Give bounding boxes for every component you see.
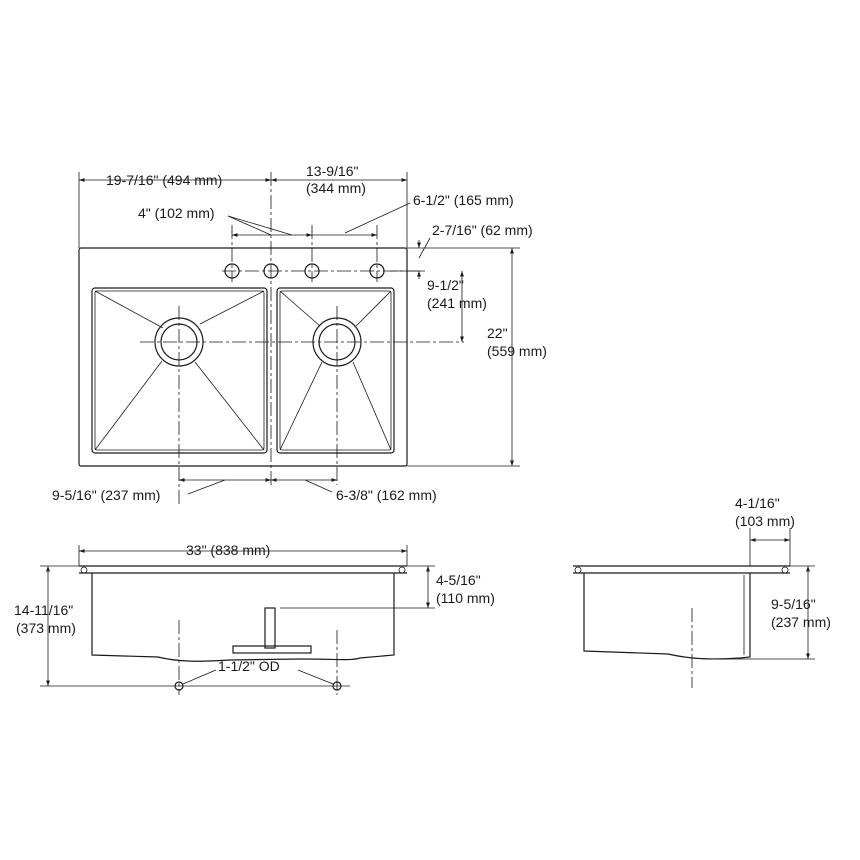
dim-hole-setback: 2-7/16" (62 mm) xyxy=(432,222,533,238)
dim-side-height-line1: 9-5/16" xyxy=(771,596,816,612)
dim-width-left: 19-7/16" (494 mm) xyxy=(106,172,222,188)
dim-overall-depth-line2: (559 mm) xyxy=(487,343,547,359)
dim-width-right-line2: (344 mm) xyxy=(306,180,366,196)
dim-drain-od: 1-1/2" OD xyxy=(218,658,280,674)
left-bowl xyxy=(91,287,268,454)
dim-overall-depth-line1: 22" xyxy=(487,325,508,341)
front-view: 33" (838 mm) 14-11/16" (373 mm) 4-5/16" … xyxy=(14,542,495,695)
dim-left-bowl-drain: 9-5/16" (237 mm) xyxy=(52,487,160,503)
dim-width-right-line1: 13-9/16" xyxy=(306,163,358,179)
dim-side-offset-line2: (103 mm) xyxy=(735,513,795,529)
side-body xyxy=(583,573,751,660)
dim-drain-depth-line2: (241 mm) xyxy=(427,295,487,311)
dim-side-height-line2: (237 mm) xyxy=(771,614,831,630)
dim-bowl-depth-line2: (110 mm) xyxy=(436,590,495,606)
dim-overall-width: 33" (838 mm) xyxy=(186,542,270,558)
dim-faucet-outer: 6-1/2" (165 mm) xyxy=(413,192,514,208)
dim-front-height-line1: 14-11/16" xyxy=(14,602,73,618)
dim-side-offset-line1: 4-1/16" xyxy=(735,495,780,511)
right-bowl xyxy=(276,287,395,454)
dim-bowl-depth-line1: 4-5/16" xyxy=(436,572,481,588)
dim-right-bowl-drain: 6-3/8" (162 mm) xyxy=(336,487,437,503)
dim-front-height-line2: (373 mm) xyxy=(16,620,76,636)
dim-faucet-spacing: 4" (102 mm) xyxy=(138,205,215,221)
front-body xyxy=(91,573,395,662)
side-view: 4-1/16" (103 mm) 9-5/16" (237 mm) xyxy=(573,495,831,688)
dim-drain-depth-line1: 9-1/2" xyxy=(427,277,464,293)
sink-outline xyxy=(78,247,408,467)
top-view: 19-7/16" (494 mm) 13-9/16" (344 mm) 4" (… xyxy=(52,163,547,505)
